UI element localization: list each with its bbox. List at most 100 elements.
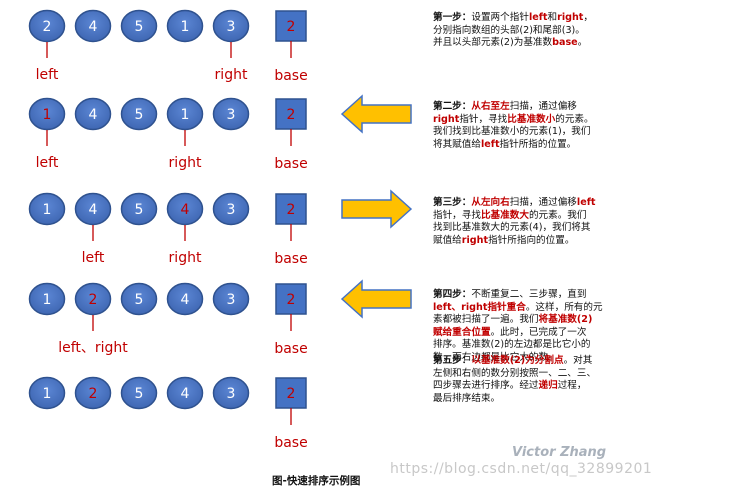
step-text: 。对其 — [563, 355, 593, 366]
step-text: 数，而右边都是比它大的数。 — [433, 351, 558, 363]
array-node — [166, 192, 204, 226]
step-5-text: 第五步：以基准数(2)为分割点。对其左侧和右侧的数分别按照一、二、三、四步骤去进… — [433, 355, 623, 405]
base-box — [275, 10, 307, 42]
array-node — [74, 282, 112, 316]
node-value: 5 — [135, 202, 144, 218]
step-text: 分别指向数组的头部(2)和尾部(3)。 — [433, 24, 585, 36]
step-label: 第一步： — [433, 12, 472, 23]
step-label: 第三步： — [433, 197, 472, 208]
array-node — [166, 97, 204, 131]
author-signature: Victor Zhang — [512, 445, 607, 460]
node-value: 3 — [227, 386, 236, 402]
array-node — [212, 9, 250, 43]
node-value: 2 — [43, 19, 52, 35]
base-value: 2 — [287, 19, 296, 35]
step-text: 我们找到比基准数小的元素(1)，我们 — [433, 126, 591, 138]
step-text: 指针，寻找 — [459, 113, 508, 125]
array-node — [212, 192, 250, 226]
highlight-text: base — [552, 37, 578, 49]
node-value: 1 — [43, 386, 52, 402]
array-node — [28, 282, 66, 316]
step-text: 四步骤去进行排序。经过 — [433, 380, 539, 392]
highlight-text: 以基准数(2)为分割点 — [471, 355, 564, 366]
pointer-label: right — [169, 155, 202, 171]
base-label: base — [274, 156, 307, 172]
array-node — [28, 9, 66, 43]
base-box — [275, 98, 307, 130]
arrow-right-icon — [341, 189, 413, 229]
highlight-text: left — [480, 138, 500, 150]
base-label: base — [274, 435, 307, 451]
base-value: 2 — [287, 386, 296, 402]
base-value: 2 — [287, 202, 296, 218]
array-node — [28, 97, 66, 131]
highlight-text: right — [433, 113, 460, 125]
array-node — [212, 376, 250, 410]
step-text: ， — [583, 12, 593, 23]
arrow-left-icon — [340, 94, 412, 134]
highlight-text: right — [557, 12, 584, 23]
node-value: 3 — [227, 292, 236, 308]
highlight-text: 从右至左 — [471, 101, 510, 112]
highlight-text: 从左向右 — [471, 197, 510, 208]
array-node — [212, 97, 250, 131]
direction-arrows — [340, 94, 413, 319]
node-value: 4 — [89, 107, 98, 123]
array-node — [28, 192, 66, 226]
array-node — [212, 282, 250, 316]
node-value: 4 — [89, 202, 98, 218]
node-value: 5 — [135, 292, 144, 308]
step-text: 素都被扫描了一遍。我们 — [433, 314, 539, 326]
node-value: 5 — [135, 107, 144, 123]
step-text: 。 — [577, 37, 588, 49]
node-value: 3 — [227, 202, 236, 218]
base-label: base — [274, 341, 307, 357]
arrow-left-icon — [340, 279, 412, 319]
step-text: 指针所指向的位置。 — [488, 234, 575, 246]
step-text: 设置两个指针 — [471, 12, 529, 23]
node-value: 2 — [89, 386, 98, 402]
step-label: 第五步： — [433, 355, 472, 366]
highlight-text: 赋给重合位置 — [433, 326, 491, 338]
base-value: 2 — [287, 292, 296, 308]
array-node — [120, 192, 158, 226]
array-node — [74, 376, 112, 410]
array-node — [74, 97, 112, 131]
node-value: 1 — [43, 292, 52, 308]
step-text: 排序。基准数(2)的左边都是比它小的 — [433, 339, 591, 351]
step-text: 过程， — [557, 380, 587, 392]
base-box — [275, 377, 307, 409]
step-text: 最后排序结束。 — [433, 392, 501, 404]
step-text: 扫描，通过偏移 — [509, 197, 577, 208]
base-value: 2 — [287, 107, 296, 123]
step-text: 指针，寻找 — [433, 209, 481, 221]
figure-caption: 图-快速排序示例图 — [272, 475, 361, 487]
node-value: 2 — [89, 292, 98, 308]
pointer-label: right — [215, 67, 248, 83]
highlight-text: left、right指针重合 — [433, 301, 526, 313]
step-text: 和 — [547, 12, 558, 23]
step-text: 找到比基准数大的元素(4)，我们将其 — [433, 222, 591, 234]
node-value: 1 — [181, 107, 190, 123]
array-node — [120, 376, 158, 410]
step-text: 。这样，所有的元 — [525, 301, 603, 313]
array-node — [74, 9, 112, 43]
node-value: 1 — [43, 107, 52, 123]
step-text: 的元素。 — [555, 113, 594, 125]
step-1-text: 第一步：设置两个指针left和right，分别指向数组的头部(2)和尾部(3)。… — [433, 12, 623, 50]
base-label: base — [274, 251, 307, 267]
array-node — [120, 9, 158, 43]
highlight-text: 比基准数小 — [507, 113, 556, 125]
highlight-text: 将基准数(2) — [538, 314, 593, 326]
step-text: 将其赋值给 — [433, 138, 481, 150]
node-value: 1 — [181, 19, 190, 35]
pointer-label: left — [82, 250, 105, 266]
array-node — [74, 192, 112, 226]
step-label: 第二步： — [433, 101, 472, 112]
